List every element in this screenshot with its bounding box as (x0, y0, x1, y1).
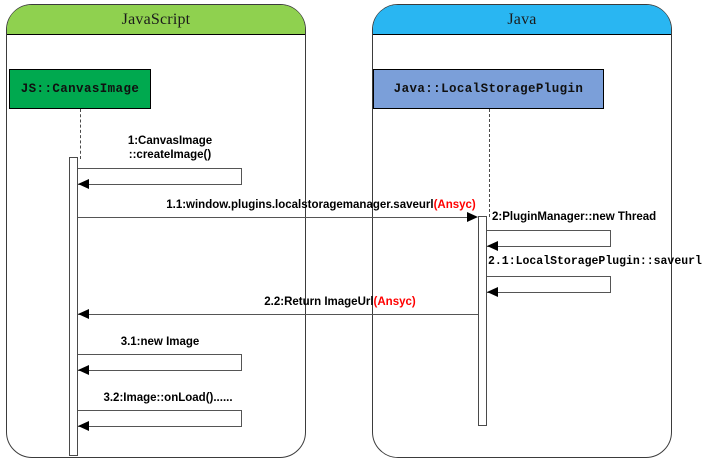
message-label-3-1: 3.1:new Image (120, 336, 200, 348)
message-3-1-return-line (78, 370, 242, 371)
frame-javascript-title: JavaScript (121, 10, 191, 28)
message-2-1-turn-line (610, 276, 611, 292)
message-3-2-turn-line (241, 410, 242, 426)
message-2-1-out-line (487, 276, 611, 277)
message-2-out-line (487, 230, 611, 231)
message-3-2-arrowhead (78, 421, 89, 431)
message-2-return-line (487, 246, 611, 247)
activation-js-canvasimage (69, 157, 78, 456)
message-3-1-turn-line (241, 354, 242, 370)
message-label-2-2: 2.2:Return ImageUrl(Ansyc) (264, 296, 416, 308)
frame-javascript-header: JavaScript (7, 5, 305, 35)
message-2-2-line (78, 314, 478, 315)
message-label-2-1: 2.1:LocalStoragePlugin::saveurl (488, 255, 702, 268)
message-1-arrowhead (78, 179, 89, 189)
message-2-2-async-tag: (Ansyc) (373, 296, 416, 308)
message-2-arrowhead (487, 241, 498, 251)
participant-js-canvasimage[interactable]: JS::CanvasImage (9, 69, 151, 109)
message-2-1-arrowhead (487, 287, 498, 297)
message-label-3-2: 3.2:Image::onLoad()...... (103, 392, 233, 404)
lifeline-java-localstorageplugin (488, 109, 490, 217)
message-3-2-return-line (78, 426, 242, 427)
message-2-2-arrowhead (78, 309, 89, 319)
message-1-1-async-tag: (Ansyc) (433, 199, 476, 211)
message-3-1-out-line (78, 354, 242, 355)
participant-java-localstorageplugin[interactable]: Java::LocalStoragePlugin (373, 69, 604, 109)
message-1-out-line (78, 168, 242, 169)
frame-java: Java (372, 4, 672, 458)
frame-java-title: Java (507, 10, 537, 28)
message-label-1: 1:CanvasImage ::createImage() (127, 135, 213, 162)
frame-java-header: Java (373, 5, 671, 35)
message-3-2-out-line (78, 410, 242, 411)
message-2-turn-line (610, 230, 611, 246)
message-2-1-return-line (487, 292, 611, 293)
participant-js-canvasimage-label: JS::CanvasImage (20, 82, 140, 96)
message-1-1-line (78, 217, 468, 218)
participant-java-localstorageplugin-label: Java::LocalStoragePlugin (393, 82, 584, 96)
message-3-1-arrowhead (78, 365, 89, 375)
message-1-return-line (78, 184, 242, 185)
lifeline-js-canvasimage (79, 109, 81, 159)
message-1-turn-line (241, 168, 242, 184)
activation-java-localstorageplugin (478, 216, 487, 426)
message-label-1-1: 1.1:window.plugins.localstoragemanager.s… (166, 199, 476, 211)
message-label-2: 2:PluginManager::new Thread (492, 211, 657, 223)
message-1-1-arrowhead (467, 212, 478, 222)
